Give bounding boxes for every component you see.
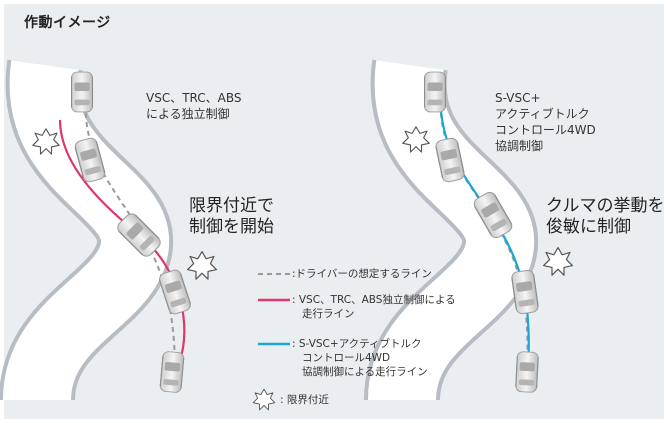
right-callout-line-1: クルマの挙動を xyxy=(546,196,665,216)
right-callout-line-2: 俊敏に制御 xyxy=(546,217,631,237)
right-caption-line-4: 協調制御 xyxy=(495,139,544,153)
left-limit-burst-2 xyxy=(187,251,217,280)
legend-blue-line-3: 協調制御による走行ライン xyxy=(302,366,428,378)
right-limit-burst-2 xyxy=(542,247,574,276)
left-callout: 限界付近で 制御を開始 xyxy=(189,196,274,238)
right-caption-line-3: コントロール4WD xyxy=(495,123,596,137)
right-caption: S-VSC+ アクティブトルク コントロール4WD 協調制御 xyxy=(495,90,596,154)
legend-burst-icon xyxy=(252,388,276,411)
right-caption-line-1: S-VSC+ xyxy=(495,91,541,105)
legend-blue-line-2: コントロール4WD xyxy=(302,352,391,364)
legend-red-line-2: 走行ライン xyxy=(302,308,355,320)
legend-blue-label: : S-VSC+アクティブトルク コントロール4WD 協調制御による走行ライン xyxy=(292,337,428,379)
left-car-1 xyxy=(70,71,94,113)
right-caption-line-2: アクティブトルク xyxy=(495,107,590,121)
right-car-1 xyxy=(423,71,447,113)
right-car-4 xyxy=(510,269,540,315)
left-car-4 xyxy=(157,268,193,316)
left-callout-line-1: 限界付近で xyxy=(189,196,274,216)
legend-red-line-1: : VSC、TRC、ABS独立制御による xyxy=(292,294,456,306)
left-car-5 xyxy=(159,350,185,394)
legend-red-label: : VSC、TRC、ABS独立制御による 走行ライン xyxy=(292,293,456,321)
right-callout: クルマの挙動を 俊敏に制御 xyxy=(546,196,665,238)
left-callout-line-2: 制御を開始 xyxy=(189,217,274,237)
left-caption-line-1: VSC、TRC、ABS xyxy=(146,91,242,105)
legend-dashed-label: :ドライバーの想定するライン xyxy=(292,268,432,280)
left-caption: VSC、TRC、ABS による独立制御 xyxy=(146,90,242,122)
legend-limit-label: : 限界付近 xyxy=(280,394,329,406)
right-car-5 xyxy=(514,350,540,394)
left-caption-line-2: による独立制御 xyxy=(146,107,230,121)
legend-blue-line-1: : S-VSC+アクティブトルク xyxy=(292,338,422,350)
diagram-title: 作動イメージ xyxy=(24,15,111,31)
